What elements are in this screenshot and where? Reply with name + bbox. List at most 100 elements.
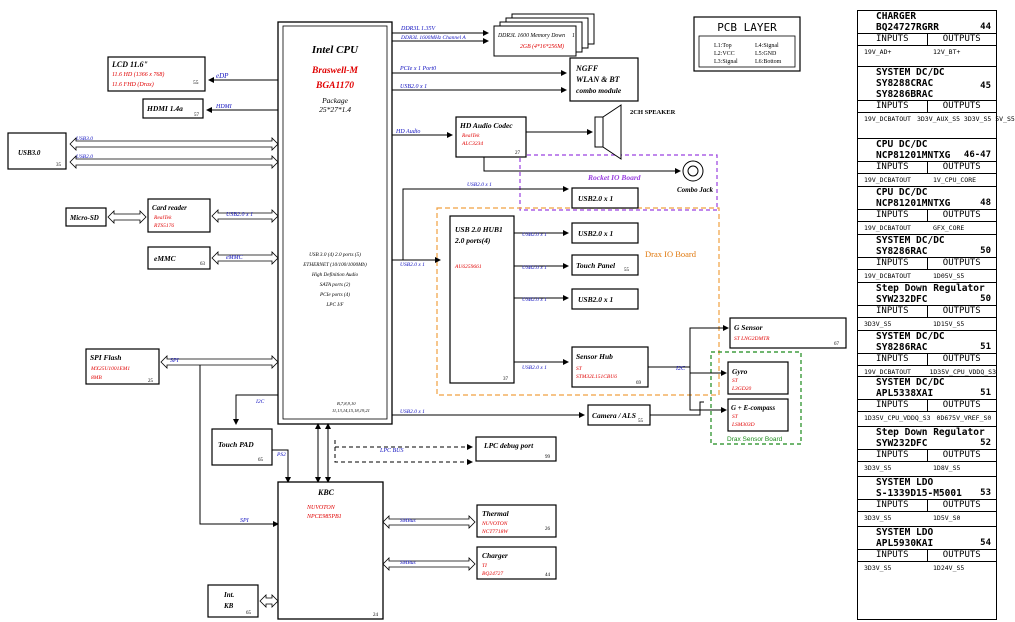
rocket-usb-block: [571, 187, 639, 209]
card-reader-bus: USB2.0 x 1: [226, 212, 253, 218]
camera-page: 55: [638, 419, 644, 424]
hdmi-bus: HDMI: [215, 104, 233, 110]
power-rail-output: 1V_CPU_CORE: [933, 176, 977, 184]
hub-part: AU6259661: [454, 264, 482, 270]
kbc-page: 24: [373, 613, 379, 618]
spi-bus: SPI: [170, 358, 180, 364]
ngff-block: [569, 57, 639, 102]
outputs-header: OUTPUTS: [942, 306, 981, 316]
lcd-bus: eDP: [216, 72, 229, 80]
hub-bus: USB2.0 x 1: [400, 262, 425, 268]
outputs-header: OUTPUTS: [942, 450, 981, 460]
pcb-layer-block: [693, 16, 801, 72]
power-rail-title: NCP81201MNTXG: [876, 150, 951, 161]
emmc-bus: eMMC: [226, 255, 244, 261]
inputs-header: INPUTS: [858, 210, 928, 221]
audio-part: ALC3234: [461, 140, 483, 147]
power-rail-output: 0D675V_VREF_S0: [936, 414, 992, 422]
outputs-header: OUTPUTS: [942, 258, 981, 268]
camera-label: Camera / ALS: [592, 411, 636, 420]
cpu-feature: LPC I/F: [325, 302, 344, 308]
power-rail-page: 44: [980, 22, 991, 32]
usb3-bus-2: USB2.0: [76, 154, 93, 160]
power-rail-input: 19V_DCBATOUT: [864, 224, 911, 232]
gyro-vendor: ST: [732, 378, 739, 384]
drax-usb-2-block: [571, 288, 639, 310]
inputs-header: INPUTS: [858, 34, 928, 45]
g-sensor-block: [729, 317, 847, 349]
hub-out-1: USB2.0 x 1: [522, 232, 547, 238]
ngff-bus-2: USB2.0 x 1: [400, 84, 427, 90]
emmc-block: [147, 246, 211, 270]
thermal-page: 26: [545, 527, 551, 532]
spi-flash-block: [85, 348, 160, 385]
ecompass-vendor: ST: [732, 414, 739, 420]
cpu-pins-2: 11,13,14,15,18,19,21: [332, 408, 370, 414]
sensor-hub-part: STM32L151CBU6: [576, 374, 617, 380]
touchpad-block: [211, 428, 273, 466]
touchpad-title: Touch PAD: [218, 440, 254, 449]
pcb-layer-5: L5:GND: [755, 51, 777, 57]
lcd-page: 55: [193, 80, 199, 86]
cpu-feature: PCIe ports (4): [319, 291, 350, 298]
kbc-vendor: NUVOTON: [306, 505, 336, 511]
pcb-layer-title: PCB LAYER: [717, 21, 777, 34]
cpu-part: BGA1170: [315, 81, 354, 91]
cpu-title: Intel CPU: [311, 44, 359, 56]
power-rail-title: CPU DC/DC: [876, 139, 928, 150]
memory-block: [493, 25, 577, 57]
usb3-bus-1: USB3.0: [76, 136, 93, 142]
power-rail-page: 48: [980, 198, 991, 208]
power-rail-title: SYW232DFC: [876, 438, 928, 449]
lcd-fhd: 11.6 FHD (Drax): [112, 81, 154, 88]
hdmi-title: HDMI 1.4a: [146, 104, 183, 113]
usb3-page: 35: [56, 163, 62, 168]
inputs-header: INPUTS: [858, 550, 928, 561]
ngff-line-2: WLAN & BT: [576, 75, 621, 84]
hub-page: 37: [503, 377, 509, 382]
power-rail-input: 1D35V_CPU_VDDQ_S3: [864, 414, 931, 422]
cpu-package-size: 25*27*1.4: [319, 105, 351, 114]
pcb-layer-2: L2:VCC: [714, 51, 735, 57]
power-rail-title: SYSTEM DC/DC: [876, 235, 945, 246]
lpc-debug-block: [475, 436, 557, 462]
power-rail-output: 1D24V_S5: [933, 564, 965, 572]
hub-out-4: USB2.0 x 1: [522, 365, 547, 371]
power-rail-title: SYSTEM LDO: [876, 527, 934, 538]
hub-ports: 2.0 ports(4): [454, 236, 491, 245]
outputs-header: OUTPUTS: [942, 101, 981, 111]
hdmi-block: [142, 98, 204, 119]
audio-codec-block: [455, 116, 527, 158]
lpc-debug-page: 99: [545, 455, 551, 460]
power-rail-title: SYSTEM DC/DC: [876, 67, 945, 78]
power-rail-input: 19V_DCBATOUT: [864, 176, 911, 184]
ngff-line-1: NGFF: [575, 64, 599, 73]
power-rail-input: 3D3V_S5: [864, 514, 892, 522]
audio-vendor: RealTek: [461, 133, 480, 139]
power-rail-page: 45: [980, 81, 991, 91]
speaker-icon: [594, 116, 604, 148]
pcb-layer-1: L1:Top: [714, 43, 732, 49]
hdmi-page: 57: [194, 113, 200, 118]
power-rail-output: 1D35V_CPU_VDDQ_S3: [929, 368, 996, 376]
power-rail-output: 1D15V_S5: [933, 320, 965, 328]
power-rail-title: SY8286BRAC: [876, 89, 934, 100]
inputs-header: INPUTS: [858, 101, 928, 112]
power-rail-page: 53: [980, 488, 991, 498]
card-reader-block: [147, 198, 211, 233]
inputs-header: INPUTS: [858, 354, 928, 365]
inputs-header: INPUTS: [858, 400, 928, 411]
power-rail-input: 3D3V_S5: [864, 320, 892, 328]
